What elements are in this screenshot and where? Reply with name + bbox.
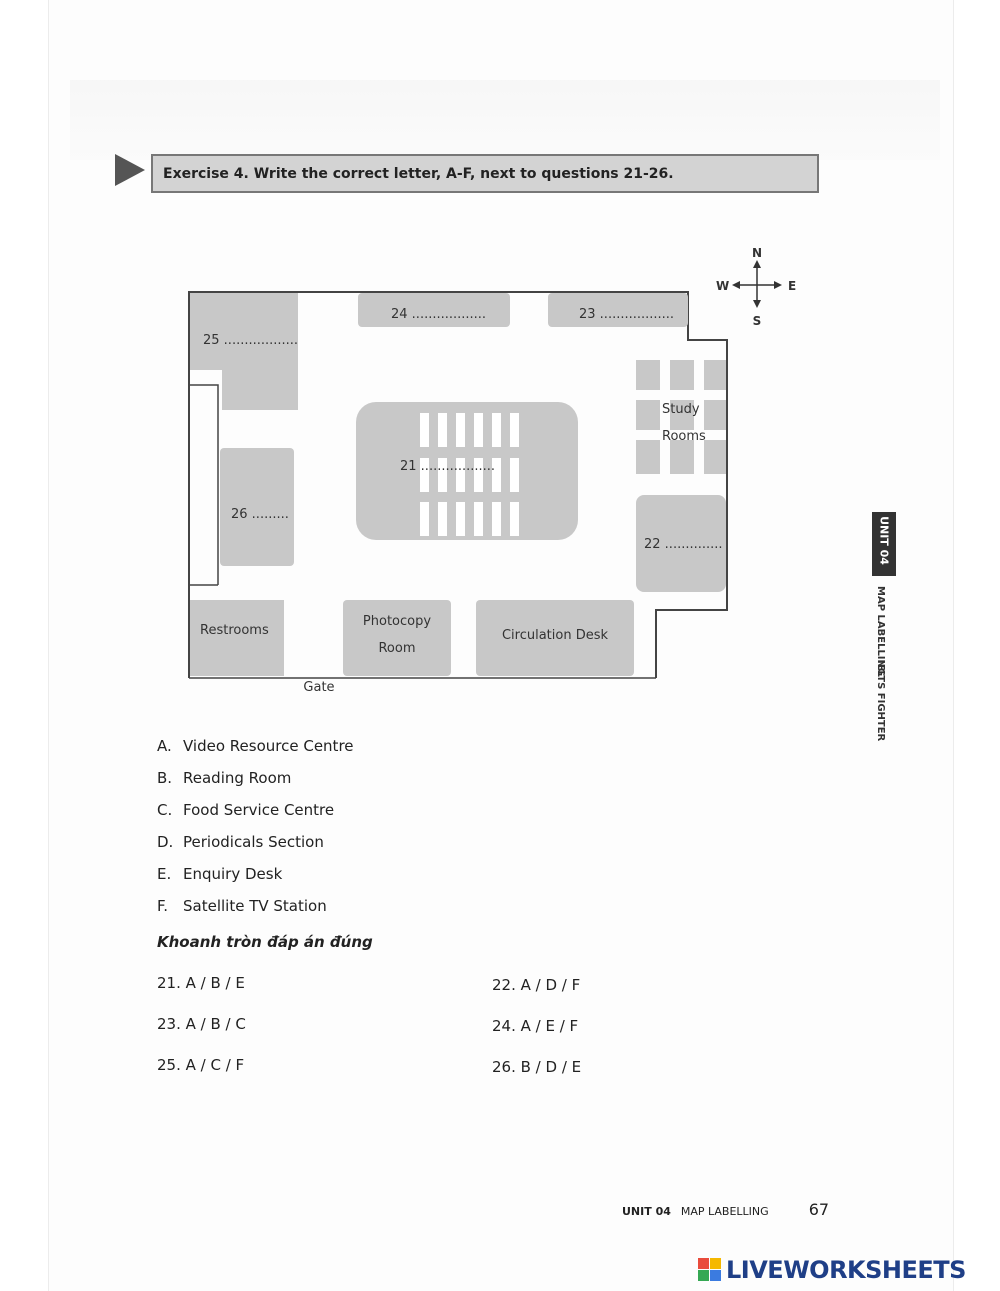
brand-name: LIVEWORKSHEETS [726, 1256, 966, 1284]
options-list: A.Video Resource Centre B.Reading Room C… [157, 730, 354, 922]
photocopy-room [343, 600, 451, 676]
footer-section: MAP LABELLING [680, 1205, 769, 1218]
label-21: 21 .................. [400, 459, 495, 474]
question-25[interactable]: 25. A / C / F [157, 1056, 245, 1074]
option-c: C.Food Service Centre [157, 801, 335, 819]
room-26 [220, 448, 294, 566]
label-rooms: Rooms [662, 429, 706, 444]
option-a: A.Video Resource Centre [157, 737, 354, 755]
label-study: Study [662, 402, 700, 417]
question-21[interactable]: 21. A / B / E [157, 974, 245, 992]
side-ielts-fighter: IELTS FIGHTER [875, 660, 886, 742]
circulation-desk [476, 600, 634, 676]
restrooms-room [190, 600, 284, 676]
compass-n: N [752, 246, 762, 260]
label-restrooms: Restrooms [200, 623, 269, 638]
library-floor-plan: 24 .................. 23 ...............… [188, 291, 728, 695]
question-22[interactable]: 22. A / D / F [492, 976, 581, 994]
label-circulation: Circulation Desk [502, 628, 609, 643]
inner-wall-left [189, 384, 219, 585]
option-e: E.Enquiry Desk [157, 865, 283, 883]
room-23 [548, 293, 688, 327]
label-25: 25 .................. [203, 333, 298, 348]
option-d: D.Periodicals Section [157, 833, 324, 851]
question-26[interactable]: 26. B / D / E [492, 1058, 582, 1076]
label-gate: Gate [303, 680, 334, 695]
play-arrow-icon [115, 154, 145, 186]
outer-wall [188, 291, 728, 678]
option-f: F.Satellite TV Station [157, 897, 327, 915]
label-photocopy: Photocopy [363, 614, 431, 629]
reading-tables [420, 413, 519, 536]
label-24: 24 .................. [391, 307, 486, 322]
label-26: 26 ......... [231, 507, 289, 522]
footer-unit: UNIT 04 [622, 1205, 671, 1218]
label-23: 23 .................. [579, 307, 674, 322]
page-footer: UNIT 04 MAP LABELLING 67 [622, 1200, 829, 1219]
page-number: 67 [808, 1200, 830, 1219]
exercise-banner: Exercise 4. Write the correct letter, A-… [151, 154, 819, 193]
unit-side-tab: UNIT 04 [872, 512, 896, 576]
exercise-title: Exercise 4. Write the correct letter, A-… [163, 165, 674, 182]
liveworksheets-brand[interactable]: LIVEWORKSHEETS [698, 1256, 966, 1284]
room-22 [636, 495, 726, 592]
compass-s: S [753, 314, 762, 328]
question-24[interactable]: 24. A / E / F [492, 1017, 579, 1035]
question-23[interactable]: 23. A / B / C [157, 1015, 246, 1033]
compass-e: E [788, 279, 796, 293]
faded-header-text [70, 80, 940, 160]
label-22: 22 .............. [644, 537, 723, 552]
room-21 [356, 402, 578, 540]
option-b: B.Reading Room [157, 769, 292, 787]
label-room: Room [378, 641, 415, 656]
compass-w: W [716, 279, 729, 293]
study-rooms [636, 360, 726, 474]
instruction-text: Khoanh tròn đáp án đúng [157, 933, 373, 951]
room-24 [358, 293, 510, 327]
room-25 [190, 293, 298, 410]
liveworksheets-logo-icon [698, 1258, 722, 1282]
compass-icon: N S E W [716, 246, 796, 328]
